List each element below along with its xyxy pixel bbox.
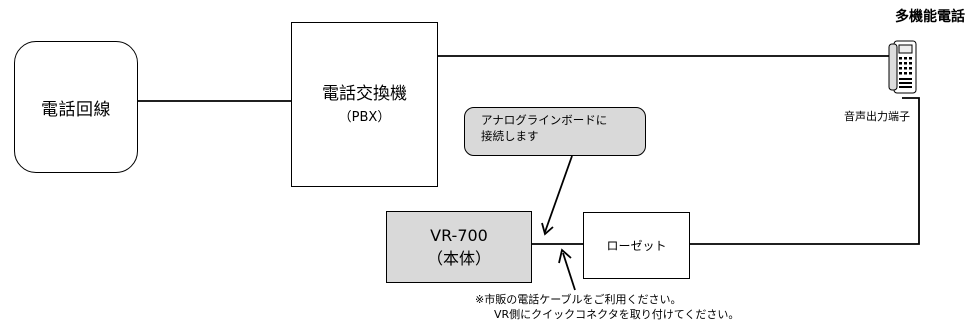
callout-arrow (544, 155, 573, 233)
pbx-subtitle: （PBX） (338, 109, 391, 125)
note-arrow (562, 252, 576, 291)
pbx-node: 電話交換機 （PBX） (291, 22, 438, 187)
audio-output-port-label: 音声出力端子 (844, 110, 910, 123)
callout-arrowhead (541, 222, 554, 236)
callout-line-1: アナログラインボードに (481, 113, 608, 127)
vr-700-node: VR-700 （本体） (386, 211, 532, 283)
callout-line-2: 接続します (481, 128, 539, 143)
note-line-1: ※市販の電話ケーブルをご利用ください。 (475, 293, 682, 306)
multifunction-phone-icon (888, 40, 917, 94)
vr-body-label: （本体） (426, 249, 491, 268)
line-phone-to-rosette (690, 97, 920, 245)
phone-line-label: 電話回線 (41, 99, 111, 120)
cable-note: ※市販の電話ケーブルをご利用ください。 VR側にクイックコネクタを取り付けてくだ… (475, 292, 739, 323)
note-line-2: VR側にクイックコネクタを取り付けてください。 (494, 308, 740, 322)
rosette-node: ローゼット (583, 212, 690, 279)
vr-model-label: VR-700 (430, 225, 488, 245)
callout-bubble: アナログラインボードに 接続します (464, 107, 646, 156)
pbx-title: 電話交換機 (322, 84, 407, 104)
note-arrowhead (558, 248, 572, 264)
phone-line-node: 電話回線 (14, 41, 138, 173)
phone-label: 多機能電話 (895, 9, 965, 25)
rosette-label: ローゼット (606, 239, 667, 253)
